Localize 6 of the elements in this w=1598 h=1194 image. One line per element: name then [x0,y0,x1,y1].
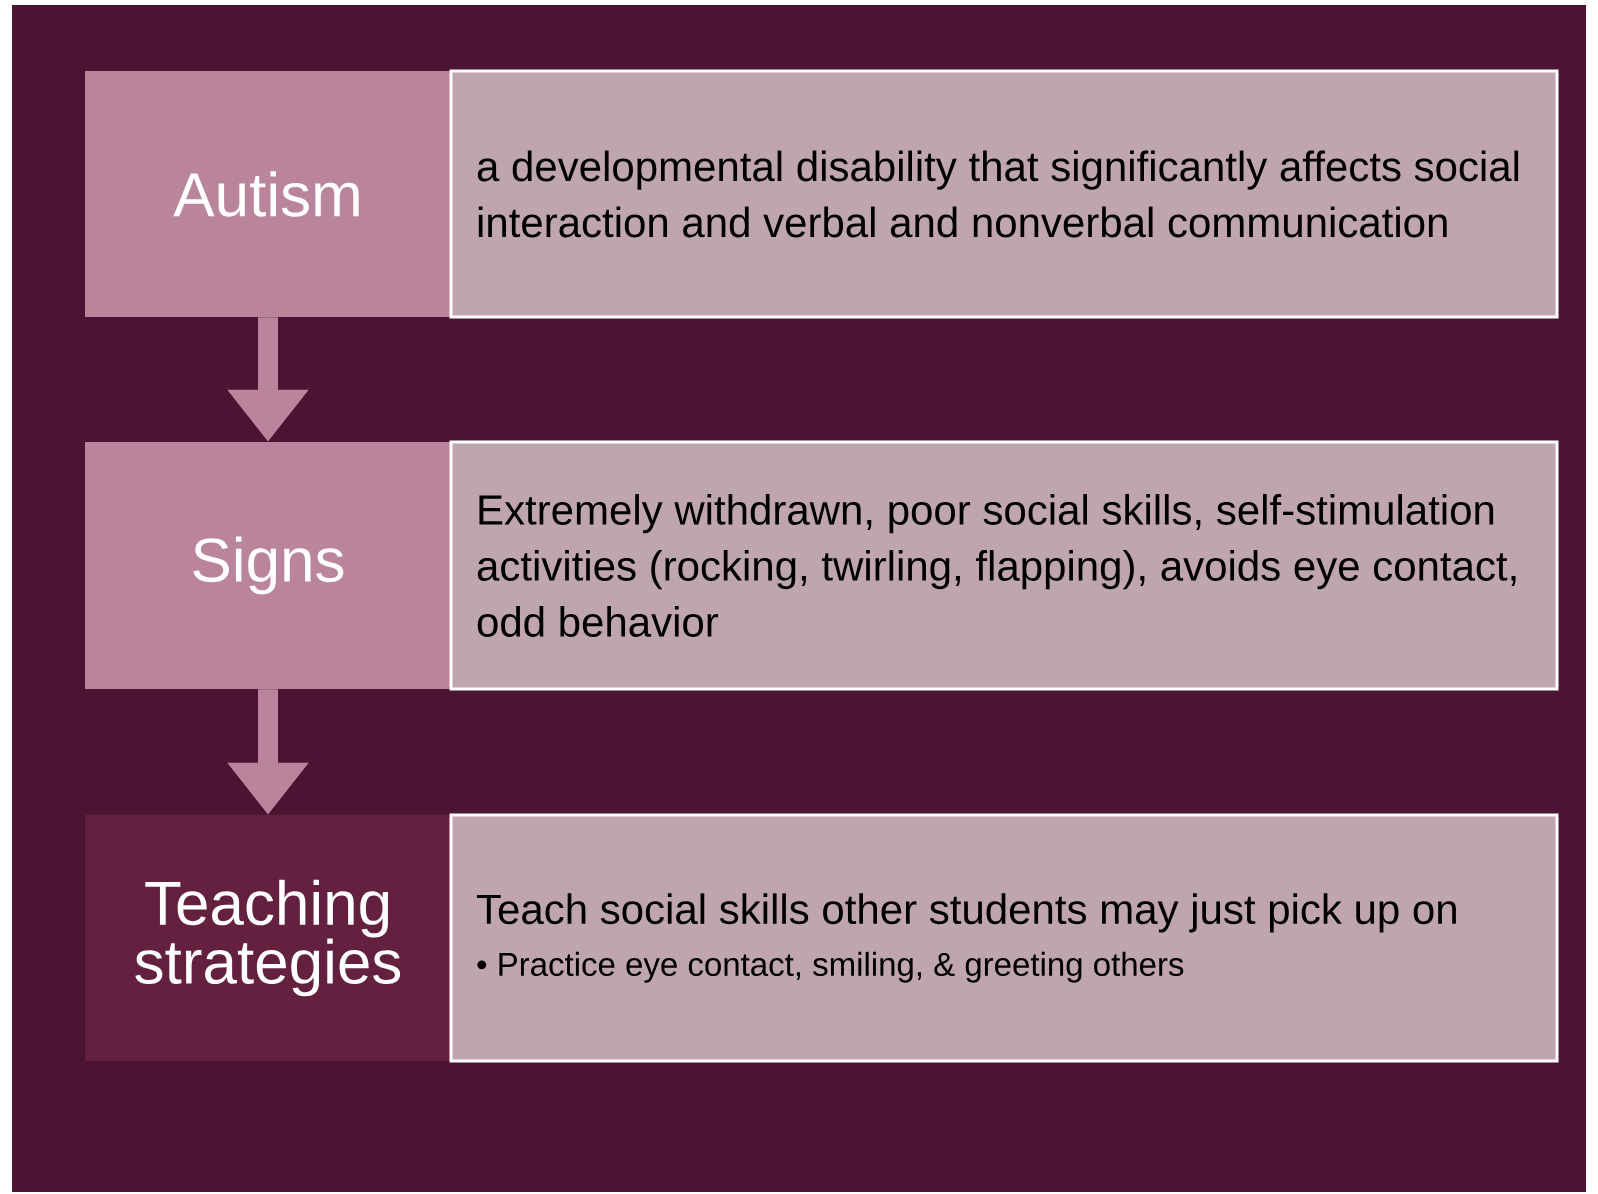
title-box: Signs [85,442,451,689]
description-box: Teach social skills other students may just pick up on • Practice eye contact, smiling, & greeting others [449,813,1559,1063]
description-box: a developmental disability that significantly affects social interaction and verbal and nonverbal communication [449,69,1559,319]
description-box: Extremely withdrawn, poor social skills, self-stimulation activities (rocking, twirling, flapping), avoids eye contact, odd behavior [449,440,1559,691]
title-box: Autism [85,71,451,317]
title-box: Teaching strategies [85,815,451,1061]
